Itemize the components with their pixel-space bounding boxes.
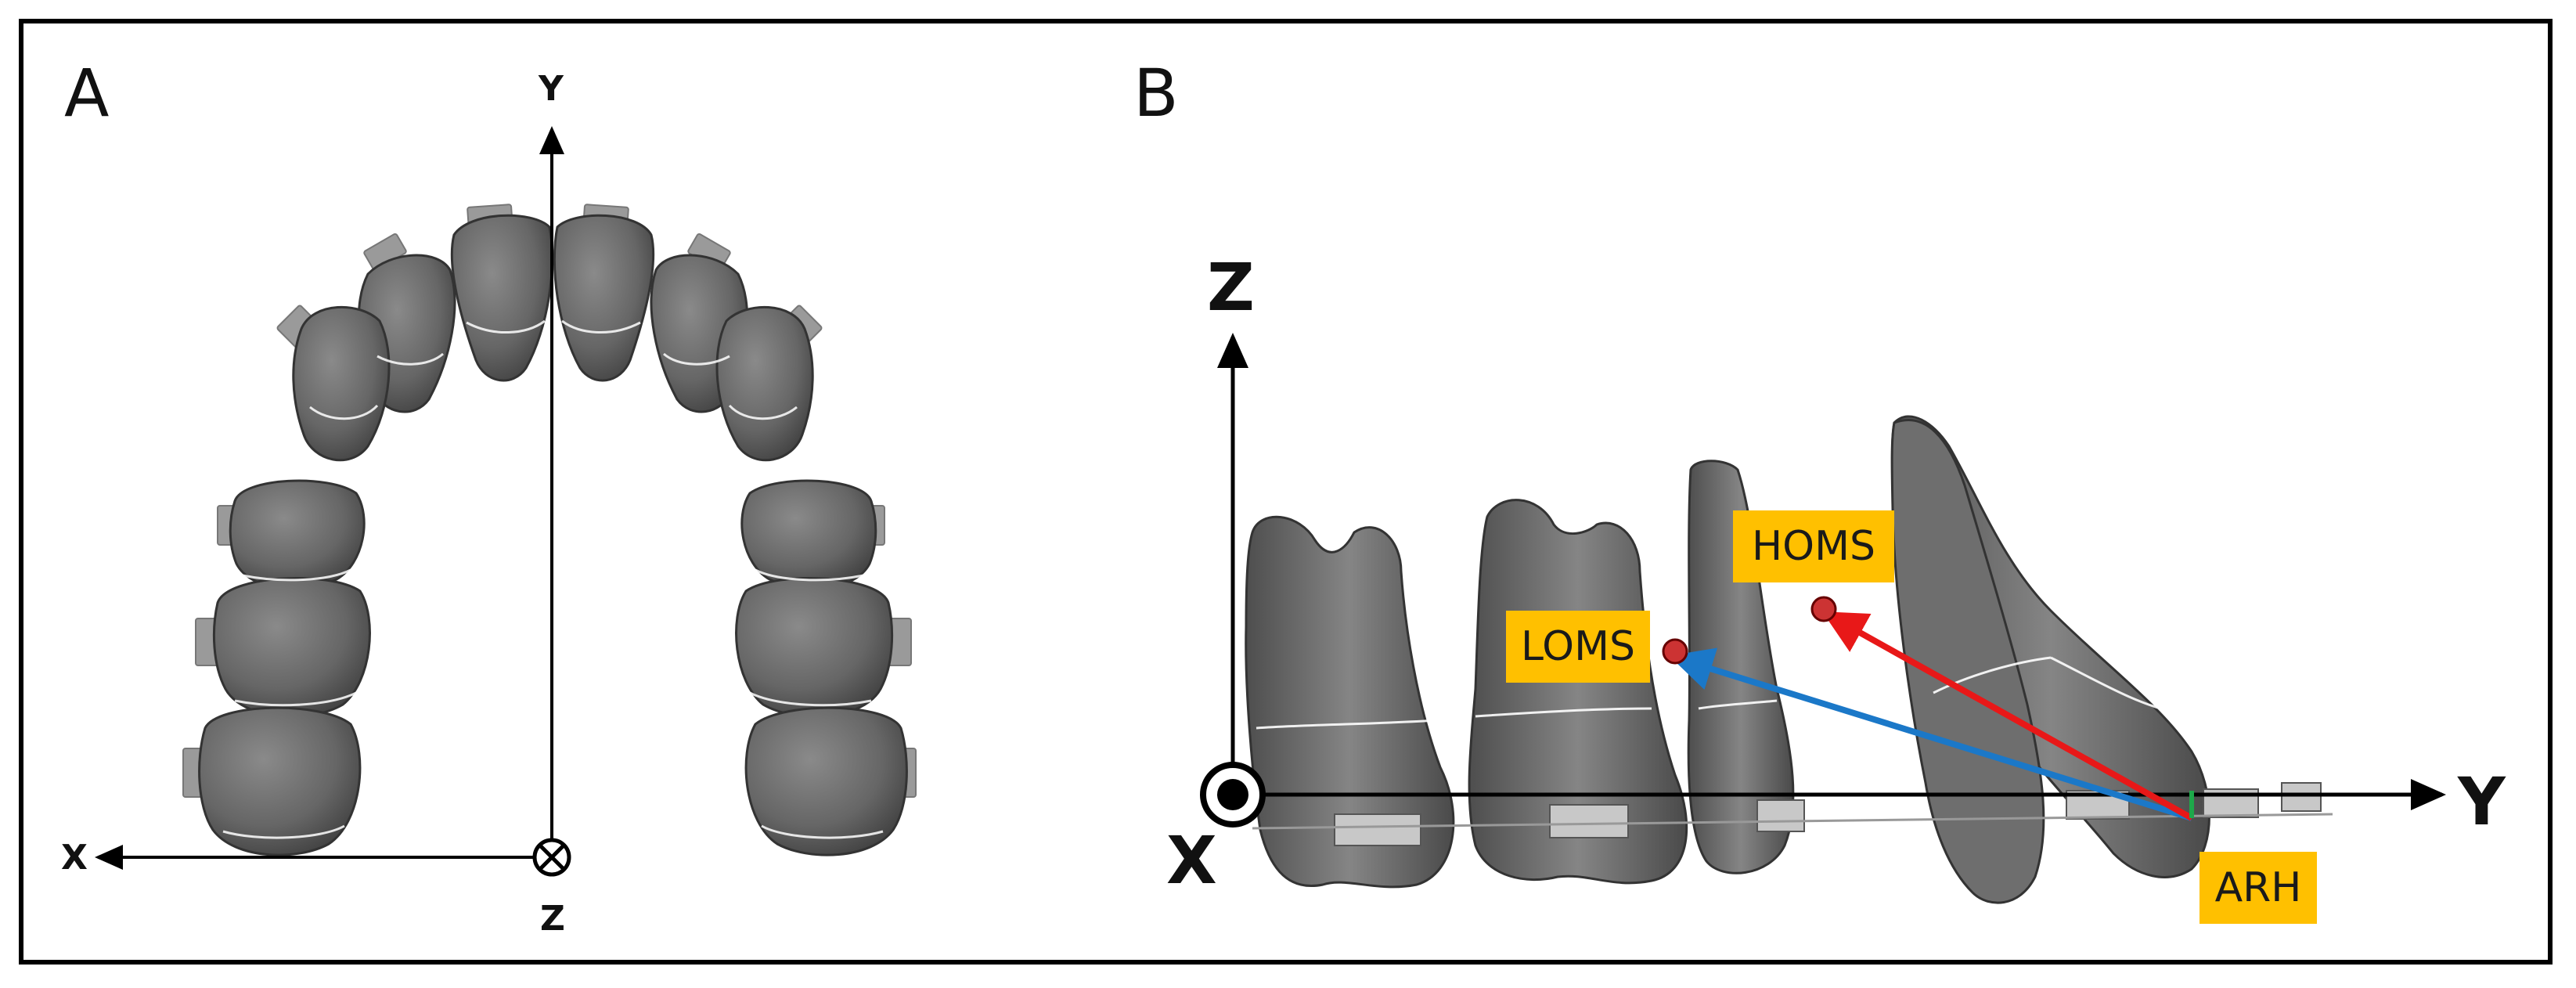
tooth-upper-canine-right (292, 305, 391, 462)
tooth-upper-canine-left (715, 305, 814, 462)
arh-label: ARH (2200, 852, 2317, 924)
tooth-lateral-molar2 (1468, 499, 1688, 885)
tooth-upper-molar2-right (198, 706, 362, 856)
panel-b-y-label: Y (2458, 763, 2506, 840)
panel-b-teeth (1245, 415, 2333, 904)
vector-homs-arrow (1822, 611, 2193, 821)
panel-b-x-label: X (1166, 822, 1217, 899)
panel-b-letter: B (1133, 55, 1179, 132)
panel-a-x-label: X (61, 838, 88, 878)
tooth-lateral-canine (1890, 419, 2045, 904)
loms-point-marker (1662, 638, 1688, 665)
panel-b-vectors (1662, 596, 2194, 821)
tooth-upper-premolar-left (740, 479, 877, 590)
tooth-upper-premolar-right (229, 479, 366, 590)
panel-b-z-label: Z (1207, 249, 1255, 326)
panel-a-letter: A (64, 55, 110, 132)
panel-a-arch (182, 204, 917, 856)
tooth-upper-molar2-left (744, 706, 908, 856)
archwire (1252, 813, 2333, 830)
homs-point-marker (1810, 596, 1837, 622)
panel-a-z-label: Z (540, 899, 565, 939)
tooth-upper-incisor-right (450, 214, 553, 382)
loms-label: LOMS (1506, 611, 1650, 683)
panel-b-axes (1200, 333, 2446, 828)
panel-b-x-out-of-page-icon (1200, 762, 1266, 828)
panel-a-z-into-page-icon (532, 838, 571, 877)
tooth-upper-molar1-right (212, 577, 371, 718)
vector-loms-arrow (1669, 647, 2193, 821)
panel-a-y-label: Y (539, 69, 564, 109)
tooth-upper-molar1-left (735, 577, 894, 718)
panel-a-axes (95, 126, 571, 877)
tooth-upper-incisor-left (553, 214, 655, 382)
homs-label: HOMS (1733, 510, 1894, 582)
